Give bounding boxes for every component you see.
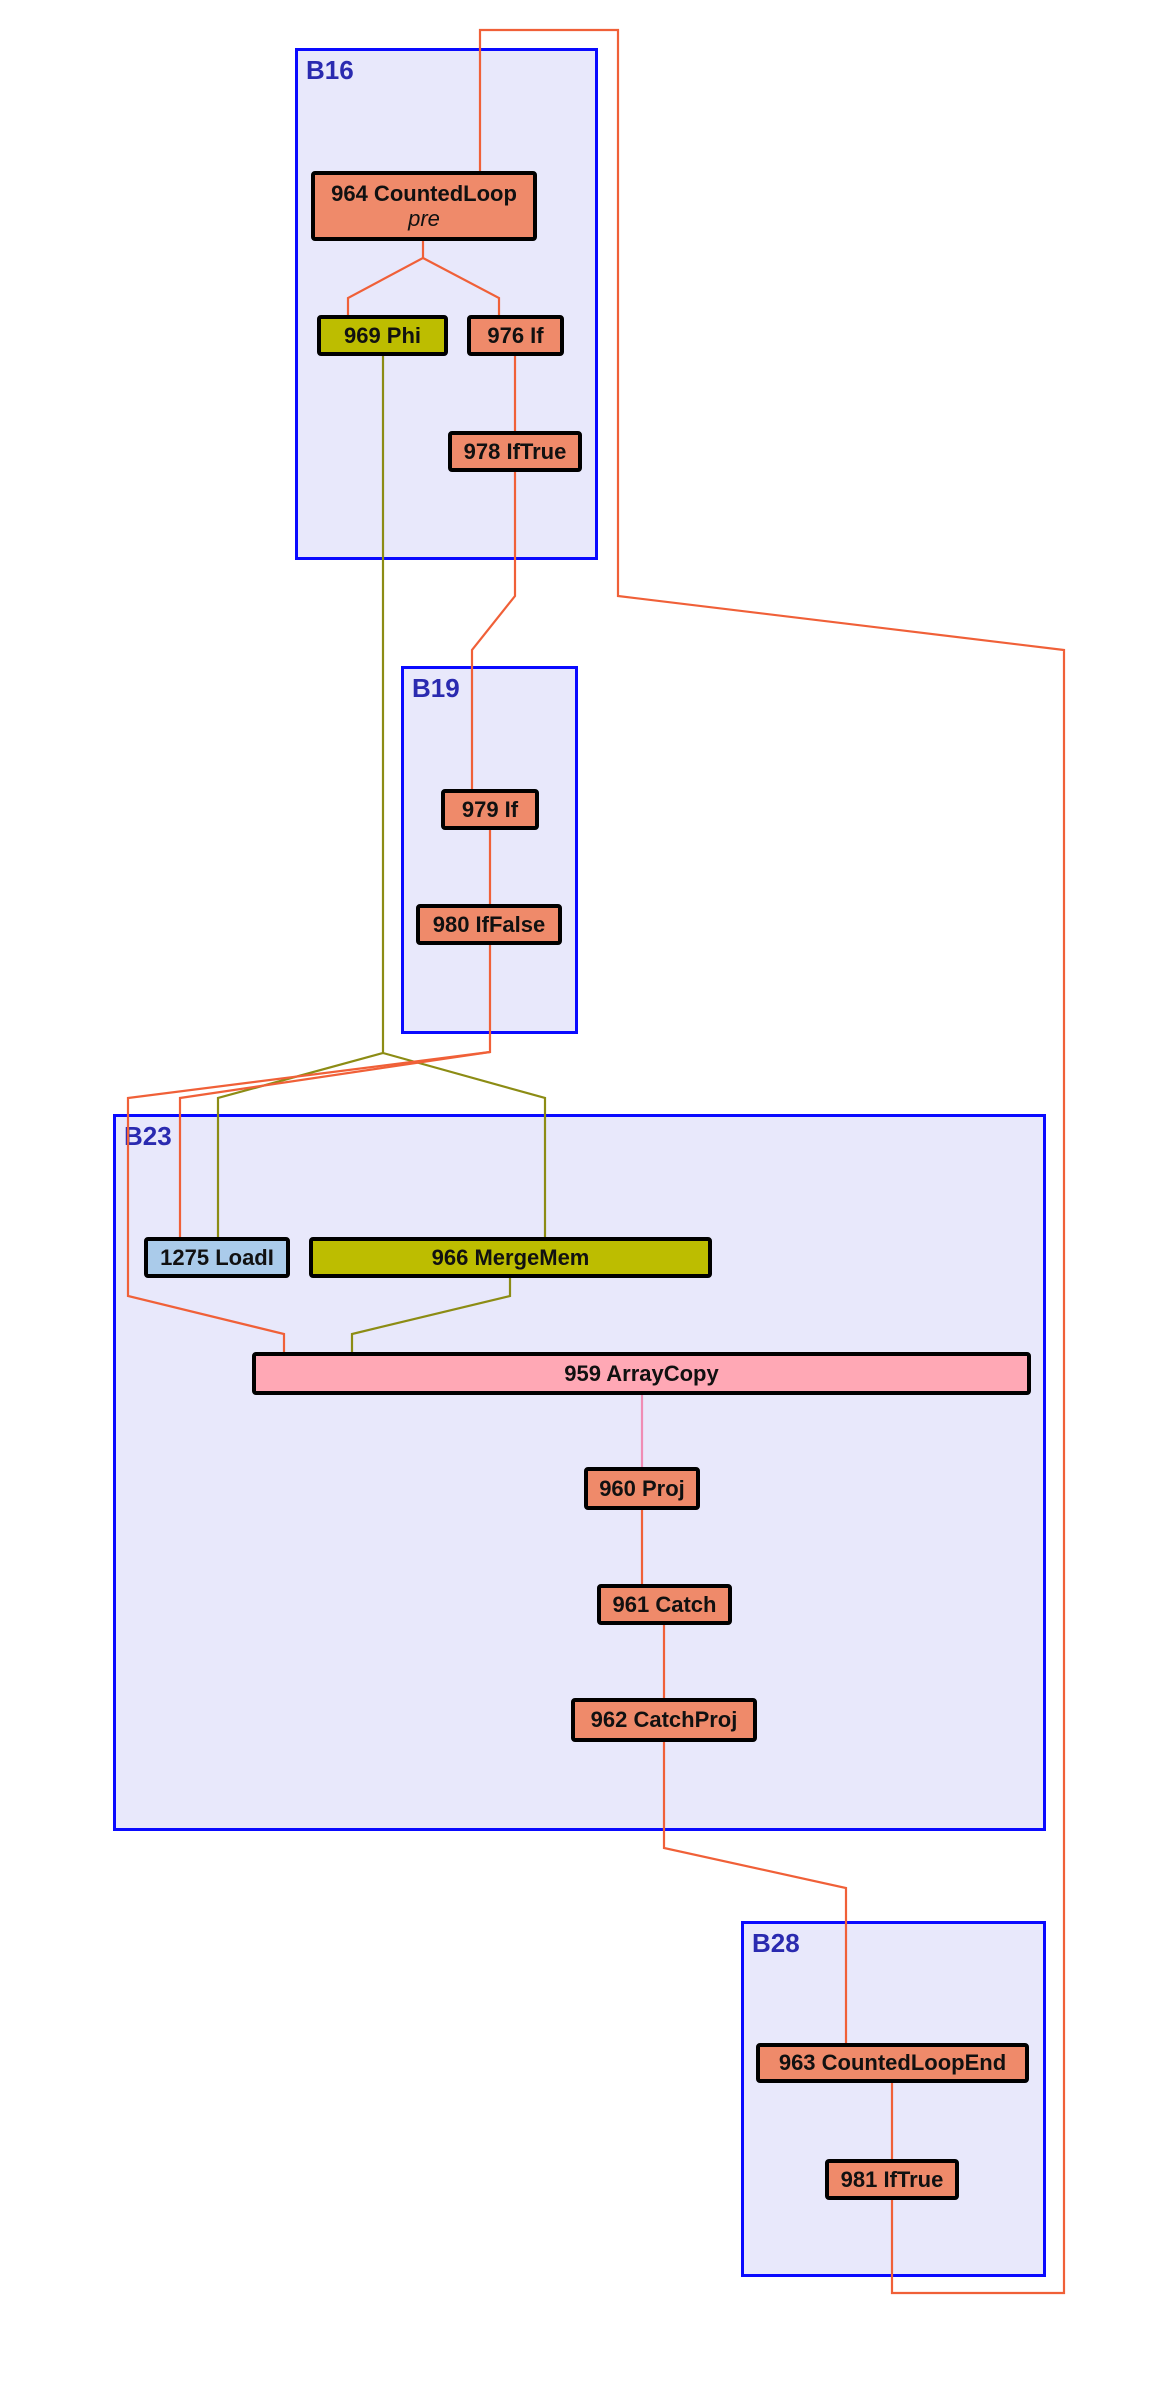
node-label: 969 Phi xyxy=(343,322,422,348)
node-sublabel: pre xyxy=(408,206,440,231)
node-963-countedloopend[interactable]: 963 CountedLoopEnd xyxy=(756,2043,1029,2083)
node-969-phi[interactable]: 969 Phi xyxy=(317,315,448,356)
node-976-if[interactable]: 976 If xyxy=(467,315,564,356)
node-1275-loadi[interactable]: 1275 LoadI xyxy=(144,1237,290,1278)
node-label: 963 CountedLoopEnd xyxy=(778,2050,1007,2076)
node-959-arraycopy[interactable]: 959 ArrayCopy xyxy=(252,1352,1031,1395)
node-label: 962 CatchProj xyxy=(590,1707,738,1733)
node-label: 978 IfTrue xyxy=(463,438,567,464)
block-label: B28 xyxy=(752,1928,800,1958)
node-label: 966 MergeMem xyxy=(431,1244,590,1270)
node-label: 960 Proj xyxy=(599,1475,685,1501)
node-964-counted-loop[interactable]: 964 CountedLoop pre xyxy=(311,171,537,241)
node-979-if[interactable]: 979 If xyxy=(441,789,539,830)
node-label: 976 If xyxy=(487,322,544,348)
node-label: 964 CountedLoop xyxy=(331,180,517,206)
block-label: B23 xyxy=(124,1121,172,1151)
node-label: 961 Catch xyxy=(612,1591,717,1617)
node-label: 1275 LoadI xyxy=(160,1244,274,1270)
block-b16[interactable]: B16 xyxy=(295,48,598,560)
node-label: 980 IfFalse xyxy=(432,911,546,937)
node-961-catch[interactable]: 961 Catch xyxy=(597,1584,732,1625)
node-981-iftrue[interactable]: 981 IfTrue xyxy=(825,2159,959,2200)
node-label: 959 ArrayCopy xyxy=(564,1360,719,1386)
node-966-mergemem[interactable]: 966 MergeMem xyxy=(309,1237,712,1278)
node-label: 981 IfTrue xyxy=(840,2166,944,2192)
block-label: B19 xyxy=(412,673,460,703)
block-b19[interactable]: B19 xyxy=(401,666,578,1034)
node-label: 979 If xyxy=(461,796,519,822)
block-b28[interactable]: B28 xyxy=(741,1921,1046,2277)
node-978-iftrue[interactable]: 978 IfTrue xyxy=(448,431,582,472)
block-label: B16 xyxy=(306,55,354,85)
node-960-proj[interactable]: 960 Proj xyxy=(584,1467,700,1510)
node-980-iffalse[interactable]: 980 IfFalse xyxy=(416,904,562,945)
node-962-catchproj[interactable]: 962 CatchProj xyxy=(571,1698,757,1742)
